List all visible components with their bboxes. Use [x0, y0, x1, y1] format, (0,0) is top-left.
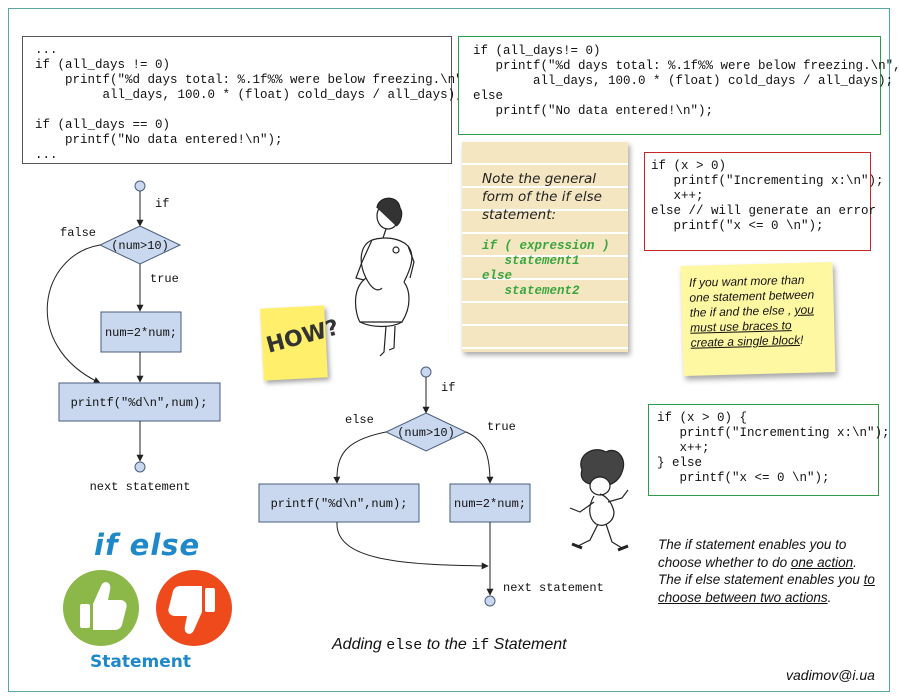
- description-text: The if statement enables you to choose w…: [658, 537, 875, 605]
- flowchart-if-true-label: true: [150, 272, 179, 286]
- code-braces-example: if (x > 0) { printf("Incrementing x:\n")…: [657, 411, 890, 485]
- flowchart-ifelse-true-node: [449, 483, 531, 523]
- flowchart-if-false-label: false: [60, 226, 96, 240]
- note-syntax-code: if ( expression ) statement1 else statem…: [482, 239, 610, 298]
- code-box-if-else: if (all_days!= 0) printf("%d days total:…: [458, 36, 900, 135]
- flowchart-if: if (num>10) false true num=2*num; printf…: [46, 180, 221, 494]
- flowchart-ifelse-condition-label: (num>10): [397, 426, 455, 440]
- ifelse-logo-subtitle: Statement: [90, 652, 191, 672]
- flowchart-ifelse-entry-label: if: [441, 381, 455, 395]
- code-box-error-example: if (x > 0) printf("Incrementing x:\n"); …: [644, 152, 884, 251]
- figure-caption: Adding else to the if Statement: [332, 636, 567, 654]
- flowchart-if-action-label: num=2*num;: [105, 326, 177, 340]
- flowchart-ifelse-exit-label: next statement: [503, 581, 604, 595]
- thumb-up-icon: [80, 582, 127, 630]
- flowchart-ifelse-else-node: [258, 483, 420, 523]
- flowchart-ifelse: if (num>10) else true printf("%d\n",num)…: [258, 366, 604, 607]
- flowchart-ifelse-true-action: num=2*num;: [454, 497, 526, 511]
- code-box-two-ifs: ... if (all_days != 0) printf("%d days t…: [22, 36, 471, 164]
- flowchart-ifelse-end-node: [484, 595, 496, 607]
- author-email: vadimov@i.ua: [786, 667, 875, 683]
- flowchart-ifelse-true-label: true: [487, 420, 516, 434]
- thumb-down-icon: [168, 586, 215, 634]
- code-box-braces-example: if (x > 0) { printf("Incrementing x:\n")…: [648, 404, 890, 496]
- ifelse-logo-title: if else: [94, 528, 201, 562]
- flowchart-if-print-label: printf("%d\n",num);: [71, 396, 208, 410]
- thumbs-logo: [63, 570, 232, 646]
- flowchart-if-condition-label: (num>10): [111, 239, 169, 253]
- general-form-note: Note the general form of the if else sta…: [462, 142, 628, 352]
- code-if-else: if (all_days!= 0) printf("%d days total:…: [473, 44, 900, 118]
- flowchart-ifelse-start-node: [420, 366, 432, 378]
- boy-sketch-illustration: [569, 449, 629, 552]
- flowchart-if-action-node: [100, 311, 182, 353]
- flowchart-if-print-node: [58, 382, 221, 422]
- flowchart-if-entry-label: if: [155, 197, 169, 211]
- flowchart-if-end-node: [134, 461, 146, 473]
- flowchart-ifelse-else-action: printf("%d\n",num);: [271, 497, 408, 511]
- flowchart-if-start-node: [134, 180, 146, 192]
- woman-sketch-illustration: [354, 197, 415, 357]
- flowchart-ifelse-condition-node: [384, 412, 468, 452]
- code-two-ifs: ... if (all_days != 0) printf("%d days t…: [35, 43, 471, 162]
- note-text: Note the general form of the if else sta…: [482, 171, 602, 223]
- page-frame: [8, 8, 890, 692]
- code-error-example: if (x > 0) printf("Incrementing x:\n"); …: [651, 159, 884, 233]
- flowchart-if-exit-label: next statement: [90, 480, 191, 494]
- flowchart-ifelse-else-label: else: [345, 413, 374, 427]
